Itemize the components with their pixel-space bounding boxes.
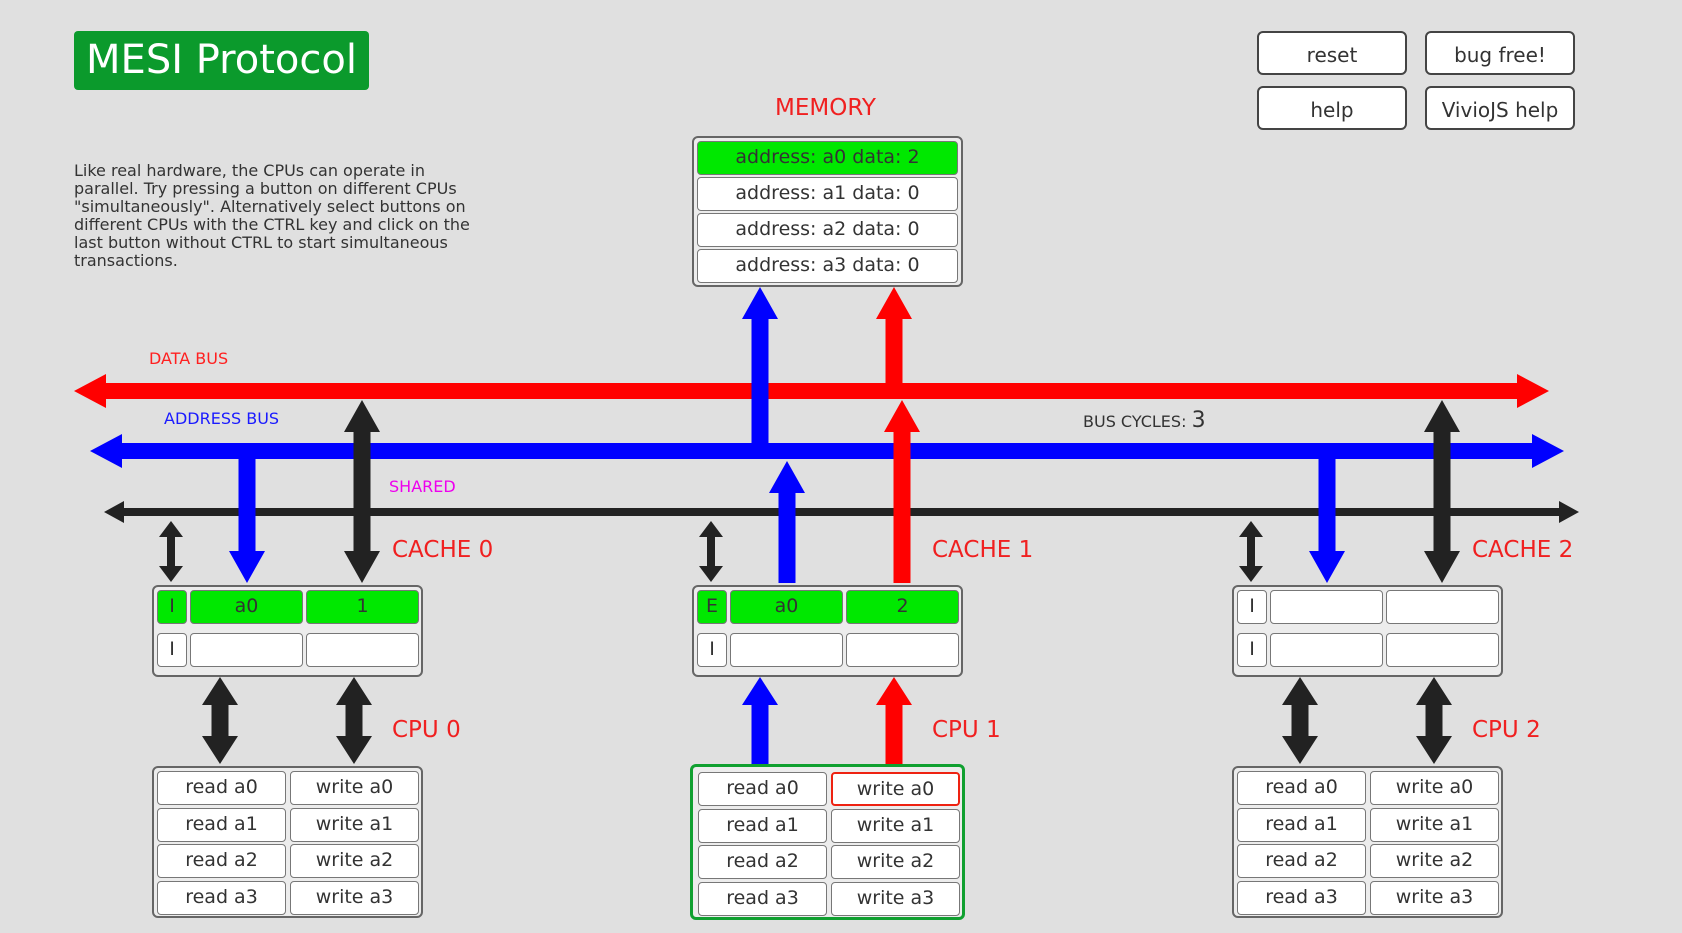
cache-1-data-arrow — [884, 400, 920, 583]
cache-address-cell — [730, 633, 843, 667]
data-bus-arrow — [74, 374, 1549, 408]
cache-state-cell: I — [1237, 590, 1267, 624]
cpu-1-data-arrow — [876, 677, 912, 764]
cpu-read-button[interactable]: read a0 — [1237, 771, 1366, 805]
cpu-read-button[interactable]: read a2 — [1237, 844, 1366, 878]
cpu-read-button[interactable]: read a3 — [1237, 880, 1366, 915]
cache-state-cell: E — [697, 590, 727, 624]
cpu-write-button[interactable]: write a2 — [1370, 844, 1499, 878]
cpu-write-button[interactable]: write a1 — [290, 807, 419, 842]
cache-0-label: CACHE 0 — [392, 537, 494, 563]
cache-2-address-arrow — [1309, 456, 1345, 583]
cpu-write-button[interactable]: write a2 — [831, 845, 960, 879]
cache-1-shared-arrow — [699, 521, 723, 582]
cache-2-shared-arrow — [1239, 521, 1263, 582]
bug-free-button[interactable]: bug free! — [1425, 31, 1575, 75]
cache-data-cell — [1386, 633, 1499, 667]
cpu-2-address-arrow — [1282, 677, 1318, 764]
cpu-read-button[interactable]: read a1 — [1237, 807, 1366, 842]
address-bus-arrow — [90, 434, 1564, 468]
cpu-2-data-arrow — [1416, 677, 1452, 764]
cpu-write-button[interactable]: write a3 — [290, 880, 419, 915]
page-title: MESI Protocol — [74, 31, 369, 90]
cache-address-cell — [190, 633, 303, 667]
bus-cycles-value: 3 — [1191, 408, 1206, 433]
cache-address-cell — [1270, 590, 1383, 624]
cache-state-cell: I — [157, 633, 187, 667]
help-button[interactable]: help — [1257, 86, 1407, 130]
bus-cycles-label: BUS CYCLES: 3 — [1083, 408, 1206, 433]
cpu-write-button[interactable]: write a2 — [290, 844, 419, 878]
cpu-read-button[interactable]: read a0 — [698, 772, 827, 806]
bus-cycles-caption: BUS CYCLES: — [1083, 412, 1187, 431]
memory-row: address: a0 data: 2 — [697, 141, 958, 175]
description-text: Like real hardware, the CPUs can operate… — [74, 161, 470, 270]
cpu-read-button[interactable]: read a2 — [698, 845, 827, 879]
memory-row: address: a1 data: 0 — [697, 177, 958, 211]
cpu-read-button[interactable]: read a2 — [157, 844, 286, 878]
cache-data-cell: 2 — [846, 590, 959, 624]
viviojs-help-button[interactable]: VivioJS help — [1425, 86, 1575, 130]
cpu-write-button[interactable]: write a0 — [831, 772, 960, 806]
memory-data-arrow — [876, 287, 912, 385]
cache-0-shared-arrow — [159, 521, 183, 582]
cpu-1-label: CPU 1 — [932, 717, 1001, 743]
cpu-read-button[interactable]: read a1 — [157, 807, 286, 842]
cache-data-cell — [846, 633, 959, 667]
cache-address-cell: a0 — [730, 590, 843, 624]
cpu-0-address-arrow — [202, 677, 238, 764]
cache-1-label: CACHE 1 — [932, 537, 1034, 563]
shared-label: SHARED — [389, 477, 456, 496]
cache-state-cell: I — [1237, 633, 1267, 667]
memory-label: MEMORY — [775, 95, 876, 121]
cache-data-cell: 1 — [306, 590, 419, 624]
cpu-write-button[interactable]: write a3 — [1370, 880, 1499, 915]
cpu-read-button[interactable]: read a1 — [698, 808, 827, 843]
shared-bus-arrow — [104, 501, 1579, 523]
reset-button[interactable]: reset — [1257, 31, 1407, 75]
cpu-write-button[interactable]: write a1 — [831, 808, 960, 843]
cpu-write-button[interactable]: write a0 — [1370, 771, 1499, 805]
data-bus-label: DATA BUS — [149, 349, 229, 368]
cpu-read-button[interactable]: read a3 — [698, 881, 827, 916]
cpu-1-address-arrow — [742, 677, 778, 764]
cache-0-data-arrow — [344, 400, 380, 583]
cpu-read-button[interactable]: read a0 — [157, 771, 286, 805]
cache-address-cell — [1270, 633, 1383, 667]
cpu-0-label: CPU 0 — [392, 717, 461, 743]
memory-address-arrow — [742, 287, 778, 444]
cpu-write-button[interactable]: write a0 — [290, 771, 419, 805]
cpu-0-data-arrow — [336, 677, 372, 764]
cpu-write-button[interactable]: write a3 — [831, 881, 960, 916]
cache-state-cell: I — [697, 633, 727, 667]
cpu-2-label: CPU 2 — [1472, 717, 1541, 743]
cache-state-cell: I — [157, 590, 187, 624]
cpu-write-button[interactable]: write a1 — [1370, 807, 1499, 842]
cache-data-cell — [1386, 590, 1499, 624]
cpu-read-button[interactable]: read a3 — [157, 880, 286, 915]
cache-2-label: CACHE 2 — [1472, 537, 1574, 563]
cache-address-cell: a0 — [190, 590, 303, 624]
cache-data-cell — [306, 633, 419, 667]
cache-1-address-arrow — [769, 461, 805, 583]
memory-row: address: a3 data: 0 — [697, 249, 958, 283]
cache-2-data-arrow — [1424, 400, 1460, 583]
memory-row: address: a2 data: 0 — [697, 213, 958, 247]
address-bus-label: ADDRESS BUS — [164, 409, 280, 428]
cache-0-address-arrow — [229, 456, 265, 583]
